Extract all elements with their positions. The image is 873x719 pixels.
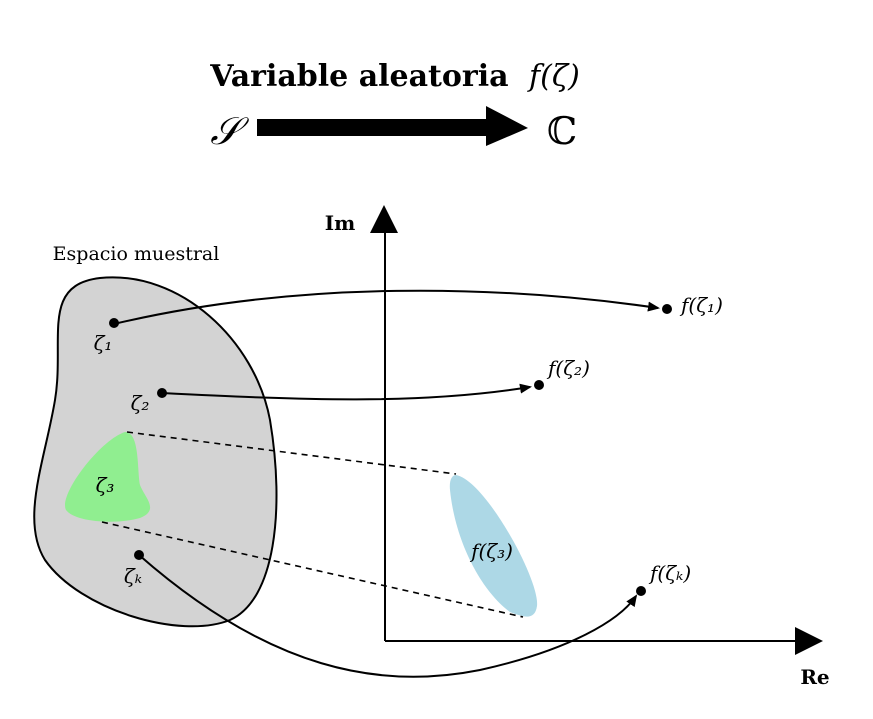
point-f-zetak: [636, 586, 646, 596]
imaginary-axis-label: Im: [325, 211, 356, 235]
label-f-zeta1: f(ζ₁): [679, 293, 723, 317]
diagram-title: Variable aleatoria f(ζ): [209, 59, 580, 94]
point-zeta2: [157, 388, 167, 398]
label-zetak: ζₖ: [124, 564, 142, 588]
title-text: Variable aleatoria: [209, 59, 508, 94]
label-zeta2: ζ₂: [131, 391, 150, 415]
sample-space-shape: [33, 276, 278, 628]
label-zeta1: ζ₁: [94, 331, 113, 355]
point-f-zeta1: [662, 304, 672, 314]
projection-line-top: [126, 431, 457, 475]
real-axis-label: Re: [800, 665, 829, 689]
codomain-symbol: ℂ: [547, 109, 577, 153]
point-f-zeta2: [534, 380, 544, 390]
label-f-zeta2: f(ζ₂): [546, 356, 590, 380]
imaginary-axis-arrowhead: [370, 205, 398, 233]
point-zeta1: [109, 318, 119, 328]
sample-space-label: Espacio muestral: [53, 243, 220, 265]
label-f-zeta3: f(ζ₃): [469, 539, 513, 563]
mapping-curve-zetak: [138, 554, 638, 678]
label-zeta3: ζ₃: [96, 473, 115, 497]
real-axis-arrowhead: [795, 627, 823, 655]
domain-symbol: 𝒮: [210, 109, 249, 153]
region-zeta3: [65, 432, 151, 522]
point-zetak: [134, 550, 144, 560]
mapping-curve-zeta2: [161, 383, 532, 401]
label-f-zetak: f(ζₖ): [648, 561, 691, 585]
mapping-curve-zeta1: [113, 289, 660, 325]
title-math: f(ζ): [527, 59, 580, 94]
mapping-arrow: [257, 106, 528, 146]
projection-line-bottom: [101, 521, 524, 618]
region-image-f-zeta3: [449, 475, 538, 617]
